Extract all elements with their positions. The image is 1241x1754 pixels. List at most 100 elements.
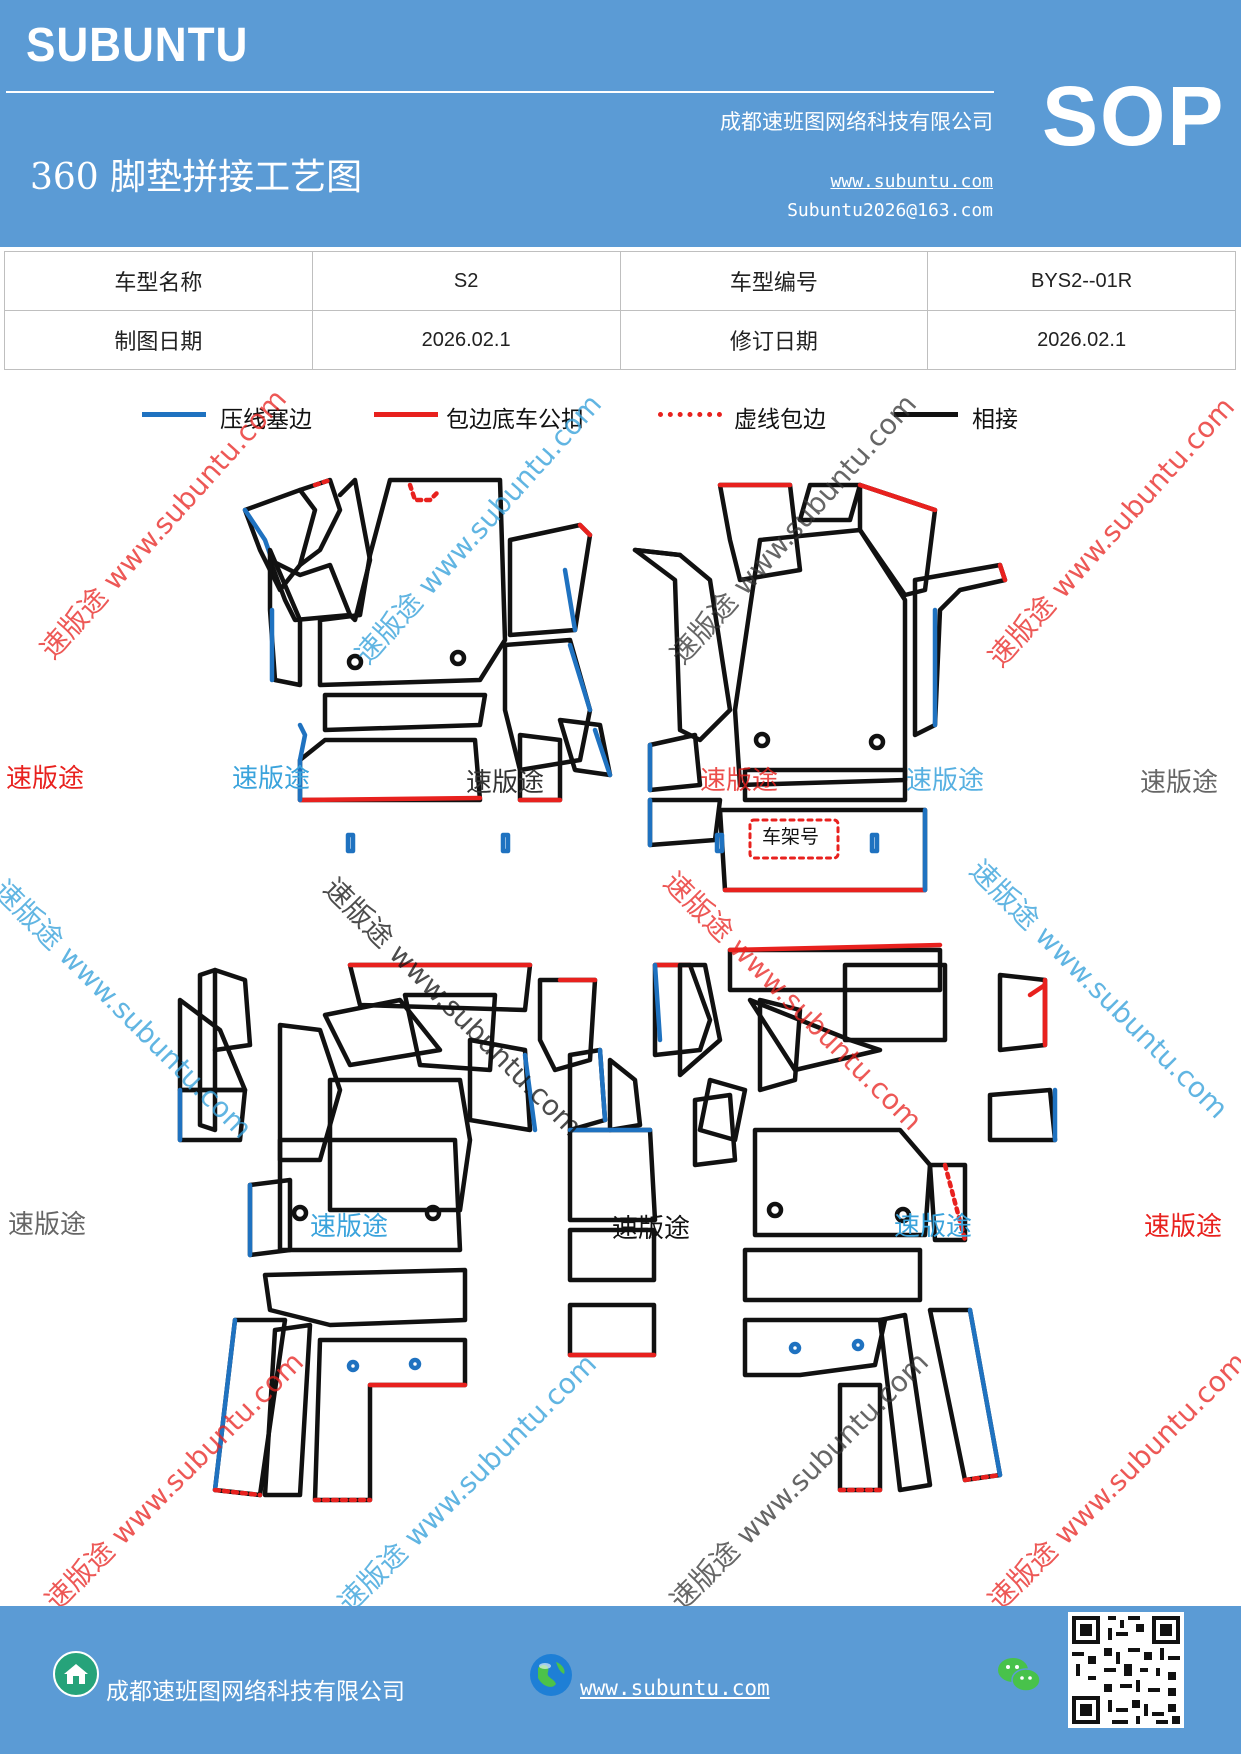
mat-piece [632, 547, 733, 743]
mat-edge-red [297, 795, 483, 803]
mat-piece [652, 962, 713, 1058]
snap-slot [869, 832, 880, 854]
legend-swatch-red [374, 412, 438, 417]
header-divider [6, 91, 994, 93]
mat-edge-red [577, 522, 593, 538]
watermark-text: 速版途 [6, 764, 85, 794]
mat-piece [467, 1037, 533, 1133]
watermark-text: 速版途 [466, 768, 545, 798]
legend-label: 虚线包边 [734, 407, 826, 433]
mat-piece [262, 1322, 313, 1498]
qr-code[interactable] [1068, 1612, 1184, 1728]
globe-icon [530, 1654, 572, 1696]
mat-edge-dotted [312, 477, 333, 488]
mat-edge-red [727, 942, 943, 953]
table-cell: 车型名称 [4, 251, 313, 311]
table-row: 车型名称 S2 车型编号 BYS2--01R [4, 251, 1236, 311]
footer-company: 成都速班图网络科技有限公司 [106, 1679, 405, 1705]
mat-edge-blue [212, 1317, 238, 1493]
mat-piece [677, 962, 723, 1078]
mat-piece [717, 807, 928, 893]
mat-piece [502, 637, 593, 773]
mat-piece [877, 1312, 933, 1493]
snap-slot [500, 832, 511, 854]
mat-piece [567, 1227, 657, 1283]
mat-piece [322, 997, 443, 1068]
snap-slot [345, 832, 356, 854]
snap-hole [868, 733, 886, 751]
watermark-text: 速版途 [612, 1214, 691, 1244]
mat-piece [322, 692, 488, 733]
mat-piece [757, 997, 803, 1093]
mat-edge-dotted [407, 482, 443, 503]
mat-piece [277, 1137, 463, 1253]
email-address: Subuntu2026@163.com [787, 200, 993, 221]
mat-piece [267, 547, 303, 688]
mat-piece [567, 1127, 658, 1223]
legend-label: 包边底车公扣 [446, 407, 584, 433]
watermark-text: 速版途 [8, 1210, 87, 1240]
mat-piece [647, 797, 723, 848]
mat-piece [297, 477, 343, 568]
frame-number-box [748, 818, 840, 860]
mat-piece [987, 1087, 1058, 1143]
watermark-text: 速版途 [1140, 768, 1219, 798]
footer-website-link[interactable]: www.subuntu.com [580, 1676, 770, 1700]
snap-hole [894, 1206, 912, 1224]
table-cell: 车型编号 [619, 251, 929, 311]
mat-piece [797, 482, 863, 523]
snap-hole [291, 1204, 309, 1222]
mat-piece [197, 967, 218, 1133]
snap-slot [714, 832, 725, 854]
mat-piece [842, 962, 948, 1043]
mat-piece [567, 1302, 657, 1358]
legend-swatch-blue [142, 412, 206, 417]
mat-edge-blue [652, 962, 663, 1043]
mat-piece [742, 767, 908, 803]
mat-edge-red [997, 562, 1008, 583]
mat-edge-dotted [942, 1162, 968, 1243]
mat-piece [607, 1057, 643, 1133]
legend-label: 相接 [972, 407, 1018, 433]
table-cell: S2 [311, 251, 621, 311]
mat-edge-dotted [212, 1487, 263, 1498]
mat-piece [507, 522, 593, 638]
mat-edge-blue [567, 642, 593, 713]
website-link[interactable]: www.subuntu.com [830, 171, 993, 192]
mat-piece [537, 977, 598, 1073]
mat-piece [402, 992, 498, 1073]
sop-label: SOP [1042, 69, 1226, 163]
wechat-icon [998, 1658, 1041, 1692]
mat-piece [742, 1247, 923, 1303]
table-cell: 制图日期 [4, 310, 313, 370]
mat-piece [262, 1267, 468, 1328]
table-cell: 2026.02.1 [311, 310, 621, 370]
mat-piece [727, 947, 943, 993]
mat-edge-blue [297, 722, 308, 803]
mat-edge-blue [522, 1052, 538, 1133]
header-banner: SUBUNTU SOP 360 脚垫拼接工艺图 成都速班图网络科技有限公司 ww… [0, 0, 1241, 247]
watermark-text: 速版途 [1144, 1212, 1223, 1242]
table-cell: 修订日期 [619, 310, 929, 370]
footer-banner: 成都速班图网络科技有限公司 www.subuntu.com [0, 1606, 1241, 1754]
snap-hole [788, 1341, 802, 1355]
watermark-text: 速版途 [310, 1212, 389, 1242]
brand-logo: SUBUNTU [26, 19, 249, 72]
mat-piece [997, 972, 1048, 1053]
page-title: 360 脚垫拼接工艺图 [30, 157, 363, 198]
mat-edge-blue [592, 727, 613, 778]
mat-piece [747, 997, 883, 1073]
mat-piece [317, 477, 508, 688]
mat-piece [297, 737, 483, 803]
mat-edge-dotted [962, 1472, 1003, 1483]
mat-piece [632, 547, 683, 558]
mat-piece [927, 1307, 1003, 1483]
mat-piece [327, 1077, 473, 1213]
vehicle-info-table: 车型名称 S2 车型编号 BYS2--01R 制图日期 2026.02.1 修订… [4, 251, 1236, 370]
company-name: 成都速班图网络科技有限公司 [720, 110, 993, 134]
table-cell: BYS2--01R [927, 251, 1236, 311]
mat-edge-blue [562, 567, 578, 633]
legend: 压线塞边 包边底车公扣 虚线包边 相接 [0, 400, 1241, 440]
snap-hole [851, 1338, 865, 1352]
home-icon [53, 1651, 99, 1697]
